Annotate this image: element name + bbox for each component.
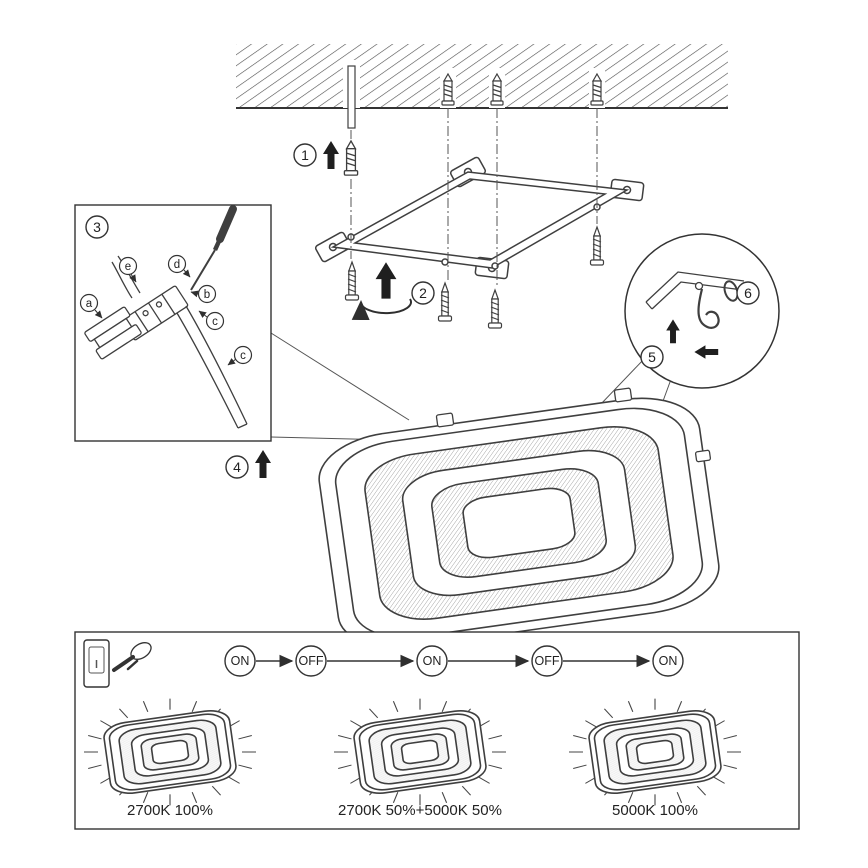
control-panel: ON OFF ON OFF ON 2700K 100% 2700K 50%+50… — [74, 631, 800, 830]
mode-label-2: 2700K 50%+5000K 50% — [338, 802, 502, 819]
label-c-upper-badge: c — [205, 311, 225, 331]
step-2-badge: 2 — [411, 281, 435, 305]
zoom-leader-line — [270, 332, 410, 421]
lamp-clip — [435, 412, 455, 428]
step-6-label: 6 — [744, 285, 752, 301]
up-arrow-icon — [323, 141, 339, 169]
bracket-hole — [491, 262, 499, 270]
label-leaders — [94, 269, 237, 366]
label-c-upper: c — [212, 316, 218, 328]
bracket-corner — [645, 271, 745, 303]
mounting-bracket — [314, 156, 645, 280]
step-4-badge: 4 — [225, 455, 249, 479]
wall-anchor-icon — [343, 140, 359, 176]
label-a: a — [86, 298, 93, 310]
wire-clamp-icon — [84, 306, 142, 360]
power-sequence: ON OFF ON OFF ON — [224, 645, 684, 677]
bracket-corner-inner — [651, 281, 744, 310]
alignment-lines — [350, 108, 598, 287]
zoom-leader-line — [599, 357, 646, 406]
screw-icon — [344, 261, 360, 301]
up-arrow-icon — [255, 450, 271, 478]
label-e-badge: e — [118, 256, 138, 276]
power-state-5: ON — [659, 654, 678, 668]
step-5-label: 5 — [648, 349, 656, 365]
power-state-4: OFF — [535, 654, 560, 668]
rotate-arrow-icon — [351, 298, 412, 321]
screw-icon — [437, 282, 453, 322]
safety-hook-icon — [697, 288, 720, 329]
step-3-badge: 3 — [85, 215, 109, 239]
power-cable — [176, 305, 248, 429]
hook-screw — [694, 281, 704, 291]
step-5-badge: 5 — [640, 345, 664, 369]
screwdriver-icon — [190, 205, 237, 291]
label-b: b — [204, 289, 210, 301]
power-state-badge — [416, 645, 448, 677]
label-e: e — [125, 261, 131, 273]
label-b-badge: b — [197, 284, 217, 304]
screw-icon — [589, 226, 605, 266]
power-state-3: ON — [423, 654, 442, 668]
power-state-badge — [295, 645, 327, 677]
ceiling-lamp — [313, 389, 725, 657]
power-state-badge — [224, 645, 256, 677]
step-2-label: 2 — [419, 285, 427, 301]
label-c-lower: c — [240, 350, 246, 362]
bracket-hole — [441, 258, 449, 266]
lamp-clip — [613, 387, 633, 403]
step-6-badge: 6 — [736, 281, 760, 305]
bracket-frame — [330, 171, 630, 269]
ceiling-hatch — [236, 44, 728, 108]
lamp-side-tab — [694, 449, 712, 463]
ceiling — [236, 44, 728, 129]
mounting-pin — [347, 65, 356, 129]
step-3-label: 3 — [93, 219, 101, 235]
up-arrow-icon — [375, 262, 397, 299]
pressing-hand-icon — [112, 642, 152, 672]
step-1-badge: 1 — [293, 143, 317, 167]
label-c-lower-badge: c — [233, 345, 253, 365]
hook-detail-circle: 6 5 — [624, 233, 780, 389]
label-a-badge: a — [79, 293, 99, 313]
power-state-badge — [652, 645, 684, 677]
power-state-2: OFF — [299, 654, 324, 668]
label-d-badge: d — [167, 254, 187, 274]
label-d: d — [174, 259, 180, 271]
step-1-label: 1 — [301, 147, 309, 163]
wall-switch-icon — [83, 639, 110, 688]
mode-label-3: 5000K 100% — [612, 802, 698, 819]
wiring-detail-box: 3 — [74, 204, 272, 442]
power-state-1: ON — [231, 654, 250, 668]
step-4-label: 4 — [233, 459, 241, 475]
screw-icon — [487, 289, 503, 329]
mode-label-1: 2700K 100% — [127, 802, 213, 819]
safety-ring-icon — [723, 280, 739, 302]
power-state-badge — [531, 645, 563, 677]
